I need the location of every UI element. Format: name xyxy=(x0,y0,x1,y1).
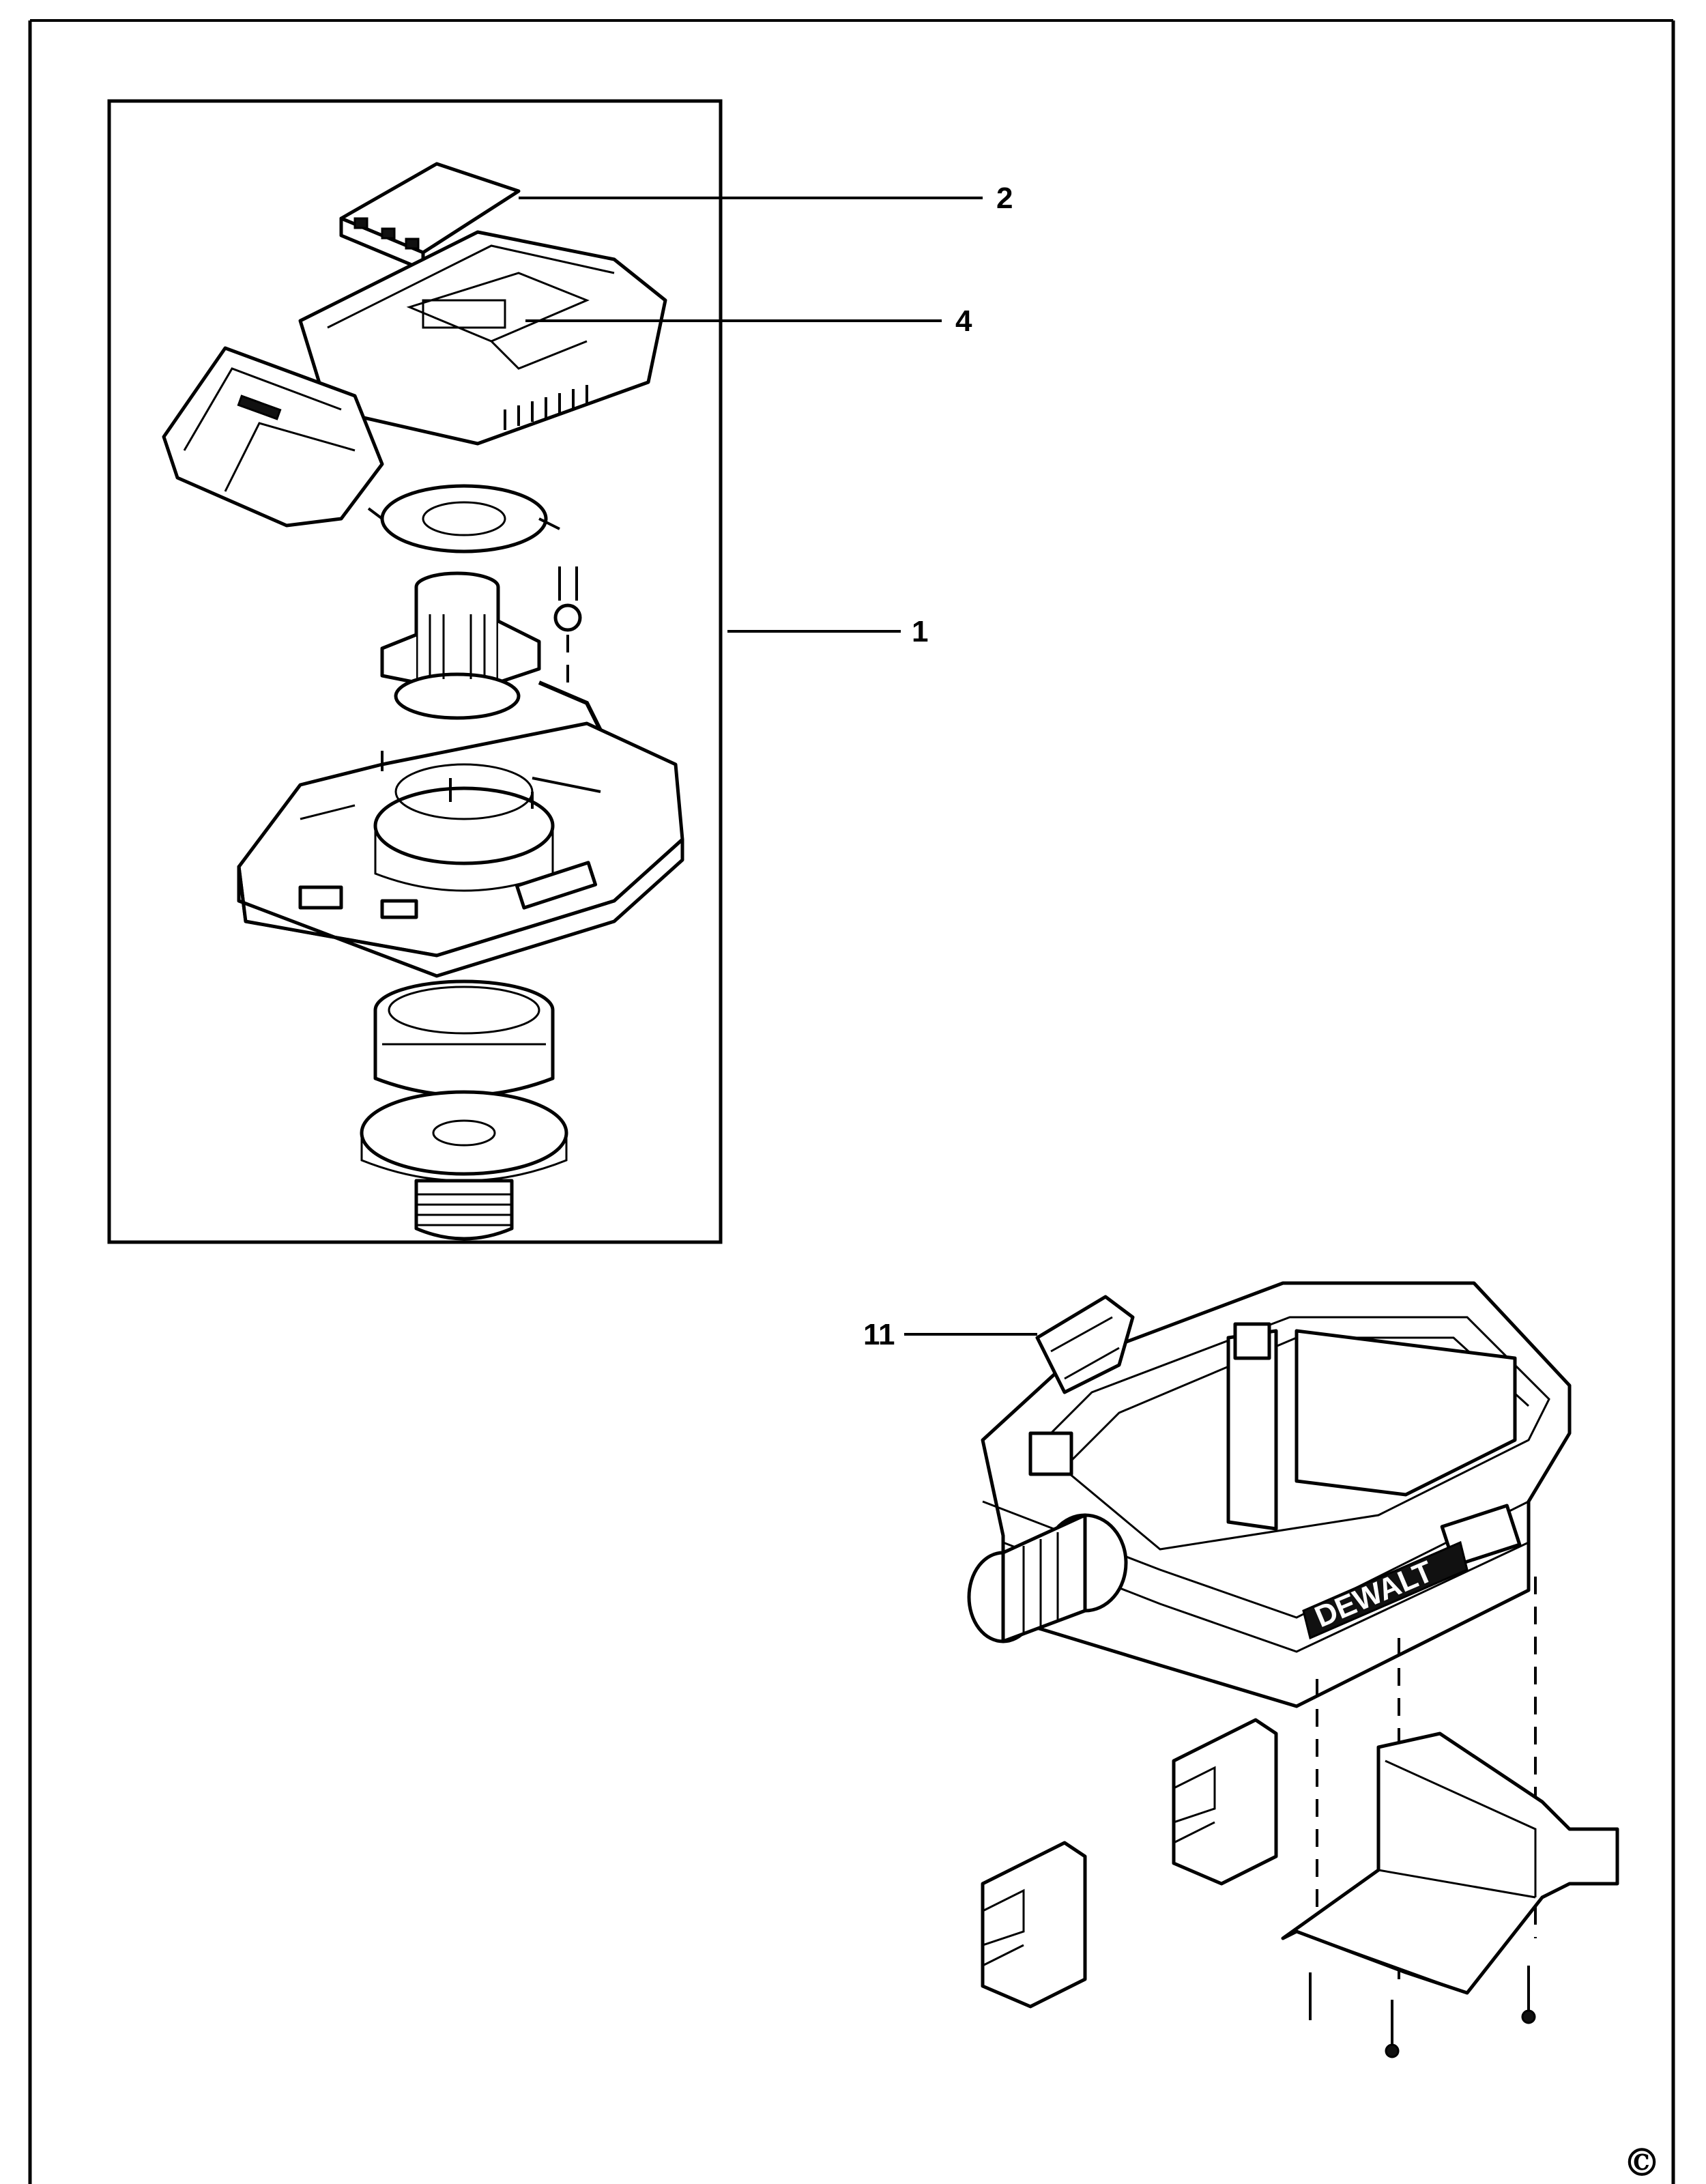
callout-2-label: 2 xyxy=(996,182,1013,215)
screws xyxy=(553,566,582,682)
vent-slots xyxy=(504,385,588,430)
assembly-1-box xyxy=(107,99,723,1244)
callout-2: 2 xyxy=(519,182,1013,215)
motor-head-assembly xyxy=(162,162,684,1241)
callout-11: 11 xyxy=(863,1318,1037,1351)
bottom-tray xyxy=(1281,1732,1619,2058)
clip-part-11 xyxy=(1035,1295,1135,1394)
copyright-mark: © xyxy=(1623,2140,1661,2184)
page-frame xyxy=(28,19,1675,2184)
callout-1: 1 xyxy=(727,615,928,648)
foot-left xyxy=(981,1841,1087,2009)
callout-4-label: 4 xyxy=(955,304,972,338)
callout-11-label: 11 xyxy=(863,1318,895,1351)
callout-1-label: 1 xyxy=(912,615,928,648)
callout-4: 4 xyxy=(525,304,972,338)
foot-middle xyxy=(1172,1718,1278,1886)
tank-assembly: DEWALT xyxy=(967,1281,1572,1708)
